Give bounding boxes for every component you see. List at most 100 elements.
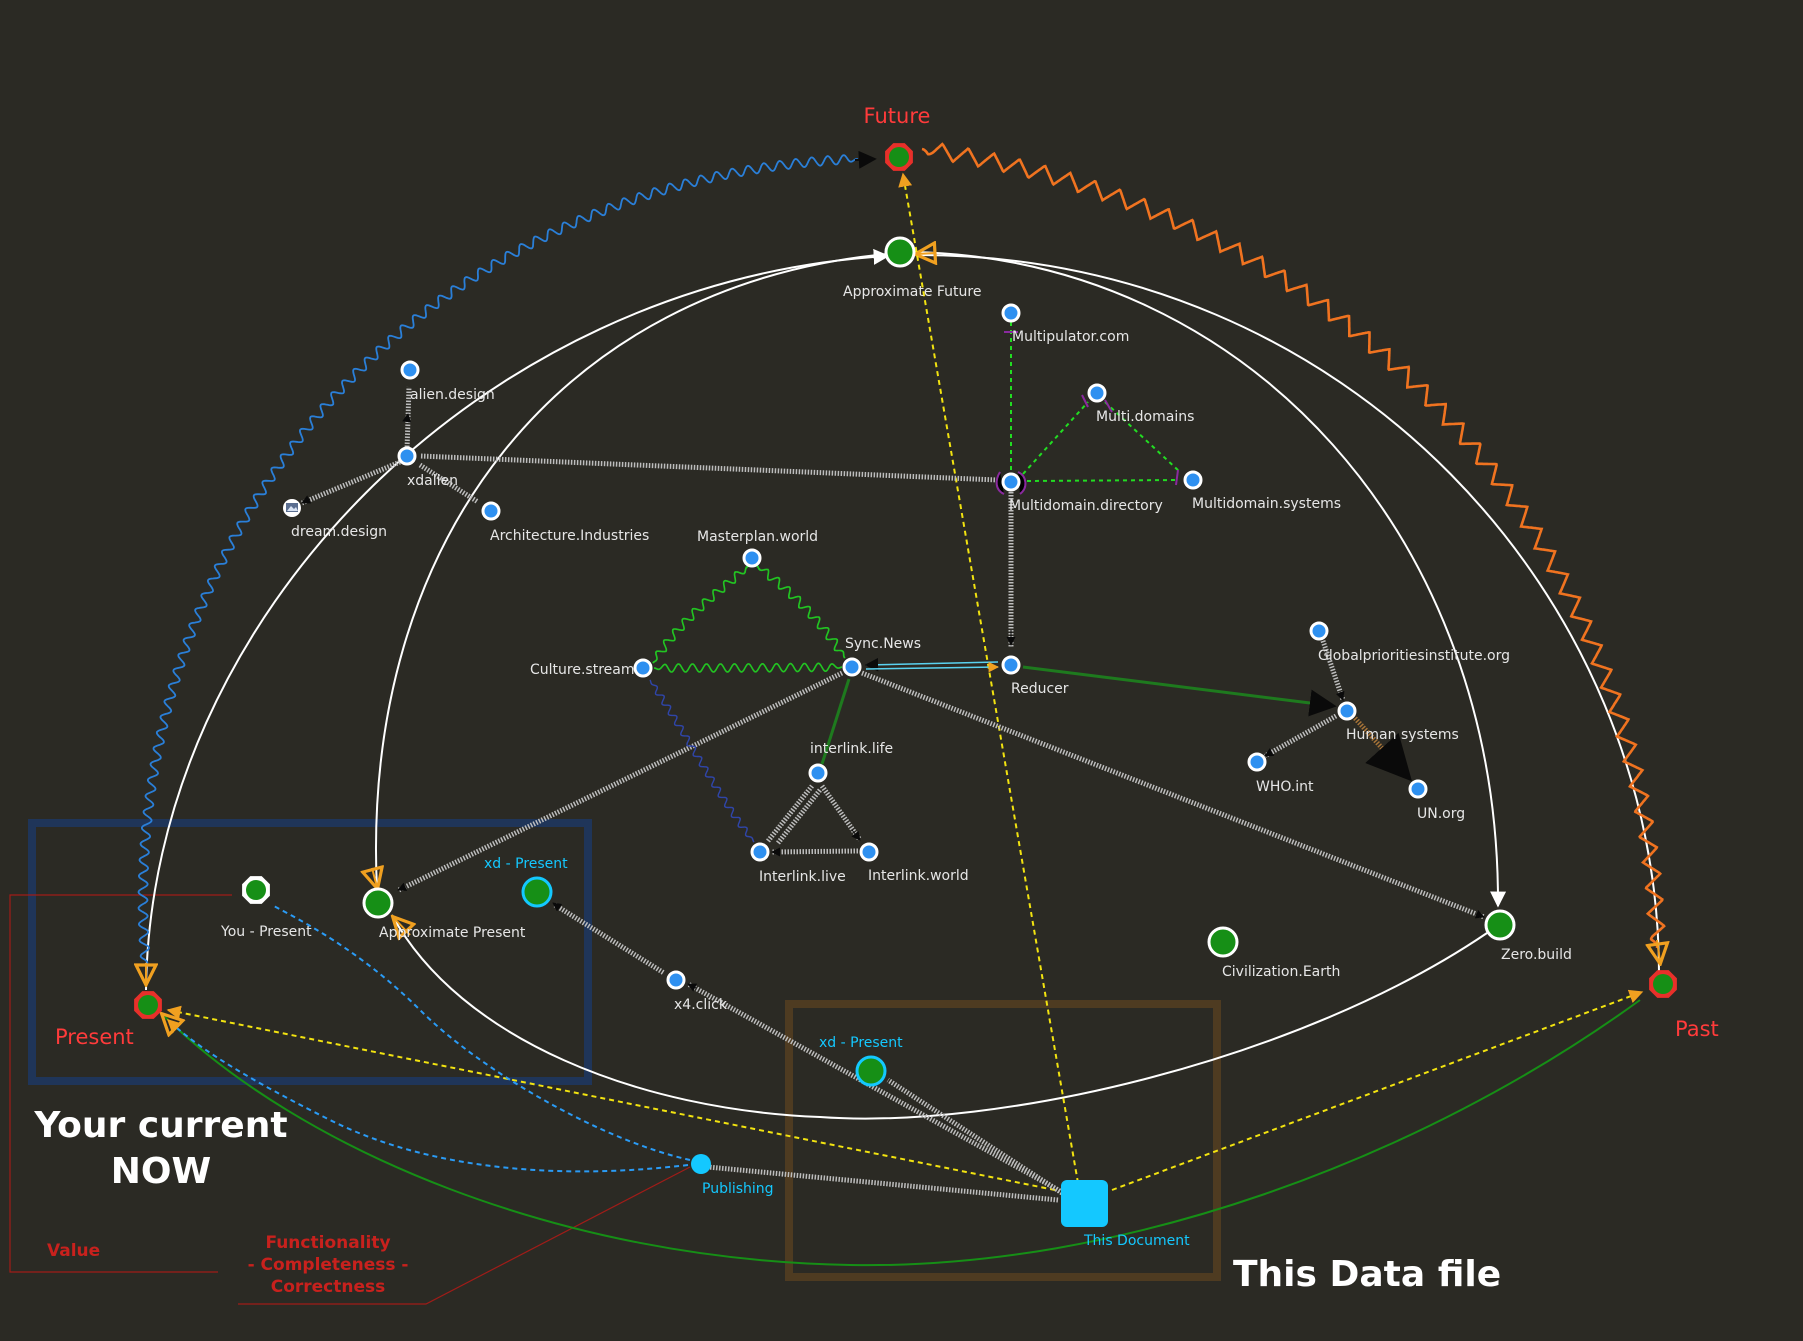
past-node[interactable] xyxy=(1649,970,1677,998)
functionality-caption-line2: - Completeness - xyxy=(248,1255,409,1275)
zero-build-node[interactable] xyxy=(1486,911,1514,939)
xdalien-node[interactable] xyxy=(399,448,415,464)
future-node[interactable] xyxy=(885,143,913,171)
edge-approx-present-approx-future xyxy=(376,254,887,890)
publishing-label: Publishing xyxy=(702,1181,774,1197)
you-present-label: You - Present xyxy=(220,924,312,940)
multidomain-directory-label: Multidomain.directory xyxy=(1009,498,1163,514)
edge-reducer-sync xyxy=(866,662,998,665)
interlink-live-node[interactable] xyxy=(752,844,768,860)
human-systems-label: Human systems xyxy=(1346,727,1459,743)
edge-reducer-human xyxy=(1023,667,1334,706)
interlink-live-label: Interlink.live xyxy=(759,869,846,885)
reducer-label: Reducer xyxy=(1011,681,1069,697)
edge-culture-sync-wave xyxy=(654,663,842,672)
reducer-node[interactable] xyxy=(1003,657,1019,673)
un-org-node[interactable] xyxy=(1410,781,1426,797)
civilization-earth-node[interactable] xyxy=(1209,928,1237,956)
this-document-node[interactable] xyxy=(1061,1180,1108,1227)
who-int-label: WHO.int xyxy=(1256,779,1314,795)
un-org-label: UN.org xyxy=(1417,806,1465,822)
dream-design-label: dream.design xyxy=(291,524,387,540)
culture-stream-label: Culture.stream xyxy=(530,662,634,678)
edge-xd-present-x4 xyxy=(555,905,664,973)
publishing-node[interactable] xyxy=(691,1154,711,1174)
zero-build-label: Zero.build xyxy=(1501,947,1572,963)
you-present-node[interactable] xyxy=(242,876,270,904)
alien-design-node[interactable] xyxy=(402,362,418,378)
current-now-line2: NOW xyxy=(111,1151,211,1192)
edge-interlink-life-live xyxy=(778,790,820,843)
xd-present-bottom-node[interactable] xyxy=(857,1057,885,1085)
multidomain-directory-node[interactable] xyxy=(1003,474,1019,490)
edge-sync-approx-present xyxy=(399,673,842,890)
edge-document-future-dashed xyxy=(903,174,1078,1183)
xd-present-bottom-label: xd - Present xyxy=(819,1035,903,1051)
globalpriorities-node[interactable] xyxy=(1311,623,1327,639)
past-label: Past xyxy=(1675,1017,1719,1041)
edge-xdalien-dream-design xyxy=(302,462,400,503)
interlink-world-label: Interlink.world xyxy=(868,868,969,884)
edge-document-x4 xyxy=(688,984,1060,1191)
alien-design-label: alien.design xyxy=(410,387,495,403)
edge-future-past-zigzag xyxy=(922,144,1664,948)
arrowhead-future xyxy=(855,159,875,160)
masterplan-world-label: Masterplan.world xyxy=(697,529,818,545)
x4-click-node[interactable] xyxy=(668,972,684,988)
edge-publishing-present-dashed xyxy=(168,1020,688,1171)
xd-present-top-label: xd - Present xyxy=(484,856,568,872)
masterplan-world-node[interactable] xyxy=(744,550,760,566)
multipulator-node[interactable] xyxy=(1003,305,1019,321)
sync-news-node[interactable] xyxy=(844,659,860,675)
edge-interlink-live-life xyxy=(768,786,812,841)
edge-document-xd-present xyxy=(888,1080,1062,1193)
approx-present-label: Approximate Present xyxy=(379,925,526,941)
this-document-label: This Document xyxy=(1083,1233,1190,1249)
present-node[interactable] xyxy=(134,991,162,1019)
sync-news-label: Sync.News xyxy=(845,636,921,652)
edge-masterplan-sync-wave xyxy=(757,566,845,658)
human-systems-node[interactable] xyxy=(1339,703,1355,719)
xd-present-top-node[interactable] xyxy=(523,878,551,906)
future-label: Future xyxy=(864,104,931,128)
edge-human-who xyxy=(1265,716,1336,756)
this-data-file-caption: This Data file xyxy=(1233,1254,1501,1295)
edge-human-un xyxy=(1353,716,1409,778)
culture-stream-node[interactable] xyxy=(635,660,651,676)
interlink-world-node[interactable] xyxy=(861,844,877,860)
who-int-node[interactable] xyxy=(1249,754,1265,770)
edge-zero-build-approx-present xyxy=(392,915,1487,1119)
functionality-caption-line1: Functionality xyxy=(265,1233,390,1253)
xdalien-label: xdalien xyxy=(407,473,458,489)
edge-multidomain-systems xyxy=(1027,480,1179,481)
edge-culture-masterplan-wave xyxy=(653,566,749,663)
approx-future-label: Approximate Future xyxy=(843,284,981,300)
edge-multidomain-multidomains xyxy=(1023,402,1088,474)
functionality-caption-line3: Correctness xyxy=(271,1277,386,1297)
approx-present-node[interactable] xyxy=(364,889,392,917)
globalpriorities-label: Globalprioritiesinstitute.org xyxy=(1318,648,1510,664)
interlink-life-label: interlink.life xyxy=(810,741,893,757)
civilization-earth-label: Civilization.Earth xyxy=(1222,964,1340,980)
edge-culture-interlink-live-wave xyxy=(650,680,754,842)
present-label: Present xyxy=(55,1025,134,1049)
edge-multidomain-xdalien xyxy=(420,456,998,480)
multipulator-label: Multipulator.com xyxy=(1012,329,1129,345)
multi-domains-label: Multi.domains xyxy=(1096,409,1194,425)
x4-click-label: x4.click xyxy=(674,997,728,1013)
edge-interlink-world-live xyxy=(772,851,858,852)
edge-document-past-dashed xyxy=(1112,992,1642,1190)
edge-interlink-life-world xyxy=(822,786,860,840)
edge-sync-reducer xyxy=(866,667,998,669)
dream-design-node[interactable] xyxy=(283,499,301,517)
approx-future-node[interactable] xyxy=(886,238,914,266)
architecture-industries-node[interactable] xyxy=(483,503,499,519)
architecture-industries-label: Architecture.Industries xyxy=(490,528,649,544)
arrowhead-approx-future xyxy=(917,253,935,254)
interlink-life-node[interactable] xyxy=(810,765,826,781)
multidomain-systems-label: Multidomain.systems xyxy=(1192,496,1341,512)
multi-domains-node[interactable] xyxy=(1089,385,1105,401)
multidomain-systems-node[interactable] xyxy=(1185,472,1201,488)
value-caption: Value xyxy=(47,1241,100,1261)
